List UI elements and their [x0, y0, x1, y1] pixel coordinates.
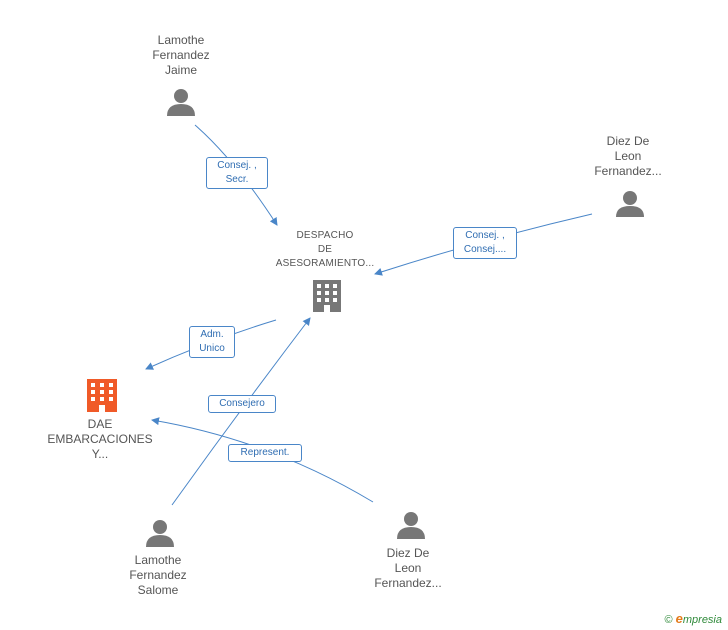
- edge-label-consej-secr: Consej. , Secr.: [206, 157, 268, 189]
- building-icon-dae[interactable]: [87, 379, 117, 412]
- node-label-dae[interactable]: DAE EMBARCACIONES Y...: [47, 417, 153, 461]
- brand-logo: © empresia: [664, 611, 722, 626]
- edge-label-consej-consej: Consej. , Consej....: [453, 227, 517, 259]
- person-icon-lamothe-salome[interactable]: [146, 520, 174, 547]
- building-icon-despacho[interactable]: [313, 280, 341, 312]
- person-icon-lamothe-jaime[interactable]: [167, 89, 195, 116]
- copyright-icon: ©: [664, 614, 673, 626]
- node-label-lamothe-jaime[interactable]: Lamothe Fernandez Jaime: [152, 33, 210, 77]
- person-icon-diez-top[interactable]: [616, 191, 644, 217]
- node-label-diez-top[interactable]: Diez De Leon Fernandez...: [594, 134, 662, 178]
- node-label-lamothe-salome[interactable]: Lamothe Fernandez Salome: [129, 553, 187, 597]
- edge-label-adm-unico: Adm. Unico: [189, 326, 235, 358]
- edge-label-consejero: Consejero: [208, 395, 276, 413]
- person-icon-diez-bottom[interactable]: [397, 512, 425, 539]
- edge-label-represent: Represent.: [228, 444, 302, 462]
- node-label-diez-bottom[interactable]: Diez De Leon Fernandez...: [374, 546, 442, 590]
- node-label-despacho[interactable]: DESPACHO DE ASESORAMIENTO...: [275, 230, 375, 269]
